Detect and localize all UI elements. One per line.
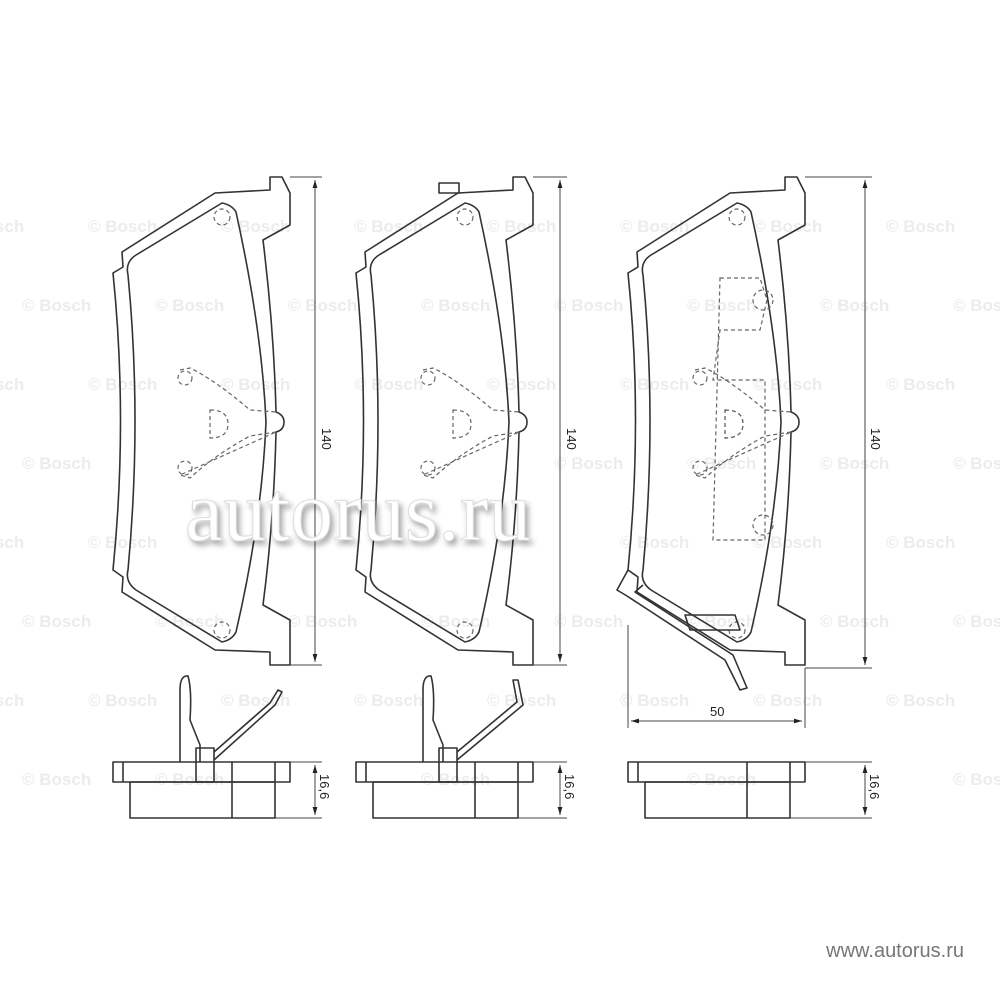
bosch-watermark: © Bosch [487,375,556,394]
bosch-watermark: © Bosch [953,612,1000,631]
bosch-watermark: © Bosch [820,612,889,631]
bosch-watermark: © Bosch [753,375,822,394]
bosch-watermark: © Bosch [221,375,290,394]
bosch-watermark: © Bosch [354,217,423,236]
bosch-watermark: © Bosch [620,217,689,236]
bosch-watermark: © Bosch [687,770,756,789]
bosch-watermark: © Bosch [820,454,889,473]
bosch-watermark: © Bosch [554,296,623,315]
pad-1-side-view: 16,6 [112,675,332,819]
bosch-watermark: © Bosch [88,375,157,394]
height-label: 140 [564,428,579,450]
bosch-watermark: © Bosch [221,217,290,236]
bosch-watermark: © Bosch [155,296,224,315]
bosch-watermark: © Bosch [620,375,689,394]
bosch-watermark: © Bosch [288,612,357,631]
bosch-watermark: © Bosch [288,296,357,315]
bosch-watermark: © Bosch [620,533,689,552]
footer-url: www.autorus.ru [826,940,964,962]
bosch-watermark: © Bosch [22,770,91,789]
bosch-watermark: © Bosch [687,296,756,315]
bosch-watermark: © Bosch [554,612,623,631]
bosch-watermark: © Bosch [886,691,955,710]
bosch-watermark: © Bosch [554,454,623,473]
bosch-watermark: © Bosch [620,691,689,710]
watermark-layer: © Bosch © Bosch © Bosch © Bosch © Bosch © Bos… [0,217,1000,789]
bosch-watermark: © Bosch [753,533,822,552]
pad-3-front-view: 140 50 [616,176,883,728]
pad-1-front-view: 140 [112,176,334,666]
bosch-watermark: © Bosch [88,691,157,710]
bosch-watermark: © Bosch [820,296,889,315]
pad-2-side-view: 16,6 [355,675,577,819]
bosch-watermark: © Bosch [953,454,1000,473]
bosch-watermark: © Bosch [22,612,91,631]
bosch-watermark: © Bosch [953,770,1000,789]
bosch-watermark: © Bosch [421,770,490,789]
thickness-label: 16,6 [317,774,332,799]
bosch-watermark: © Bosch [421,296,490,315]
bosch-watermark: © Bosch [22,454,91,473]
thickness-label: 16,6 [867,774,882,799]
bosch-watermark: © Bosch [886,375,955,394]
overlay-brand-watermark: autorus.ru [185,463,531,559]
bosch-watermark: © Bosch [753,691,822,710]
bosch-watermark: © Bosch [0,533,24,552]
thickness-label: 16,6 [562,774,577,799]
width-label: 50 [710,704,724,719]
bosch-watermark: © Bosch [22,296,91,315]
bosch-watermark: © Bosch [354,375,423,394]
bosch-watermark: © Bosch [221,691,290,710]
bosch-watermark: © Bosch [886,217,955,236]
bosch-watermark: © Bosch [0,217,24,236]
pad-2-front-view: 140 [355,176,579,666]
bosch-watermark: © Bosch [88,533,157,552]
bosch-watermark: © Bosch [753,217,822,236]
height-label: 140 [868,428,883,450]
bosch-watermark: © Bosch [886,533,955,552]
bosch-watermark: © Bosch [88,217,157,236]
bosch-watermark: © Bosch [0,691,24,710]
bosch-watermark: © Bosch [354,691,423,710]
pad-3-side-view: 16,6 [627,761,882,819]
bosch-watermark: © Bosch [487,217,556,236]
bosch-watermark: © Bosch [953,296,1000,315]
bosch-watermark: © Bosch [155,770,224,789]
bosch-watermark: © Bosch [0,375,24,394]
height-label: 140 [319,428,334,450]
